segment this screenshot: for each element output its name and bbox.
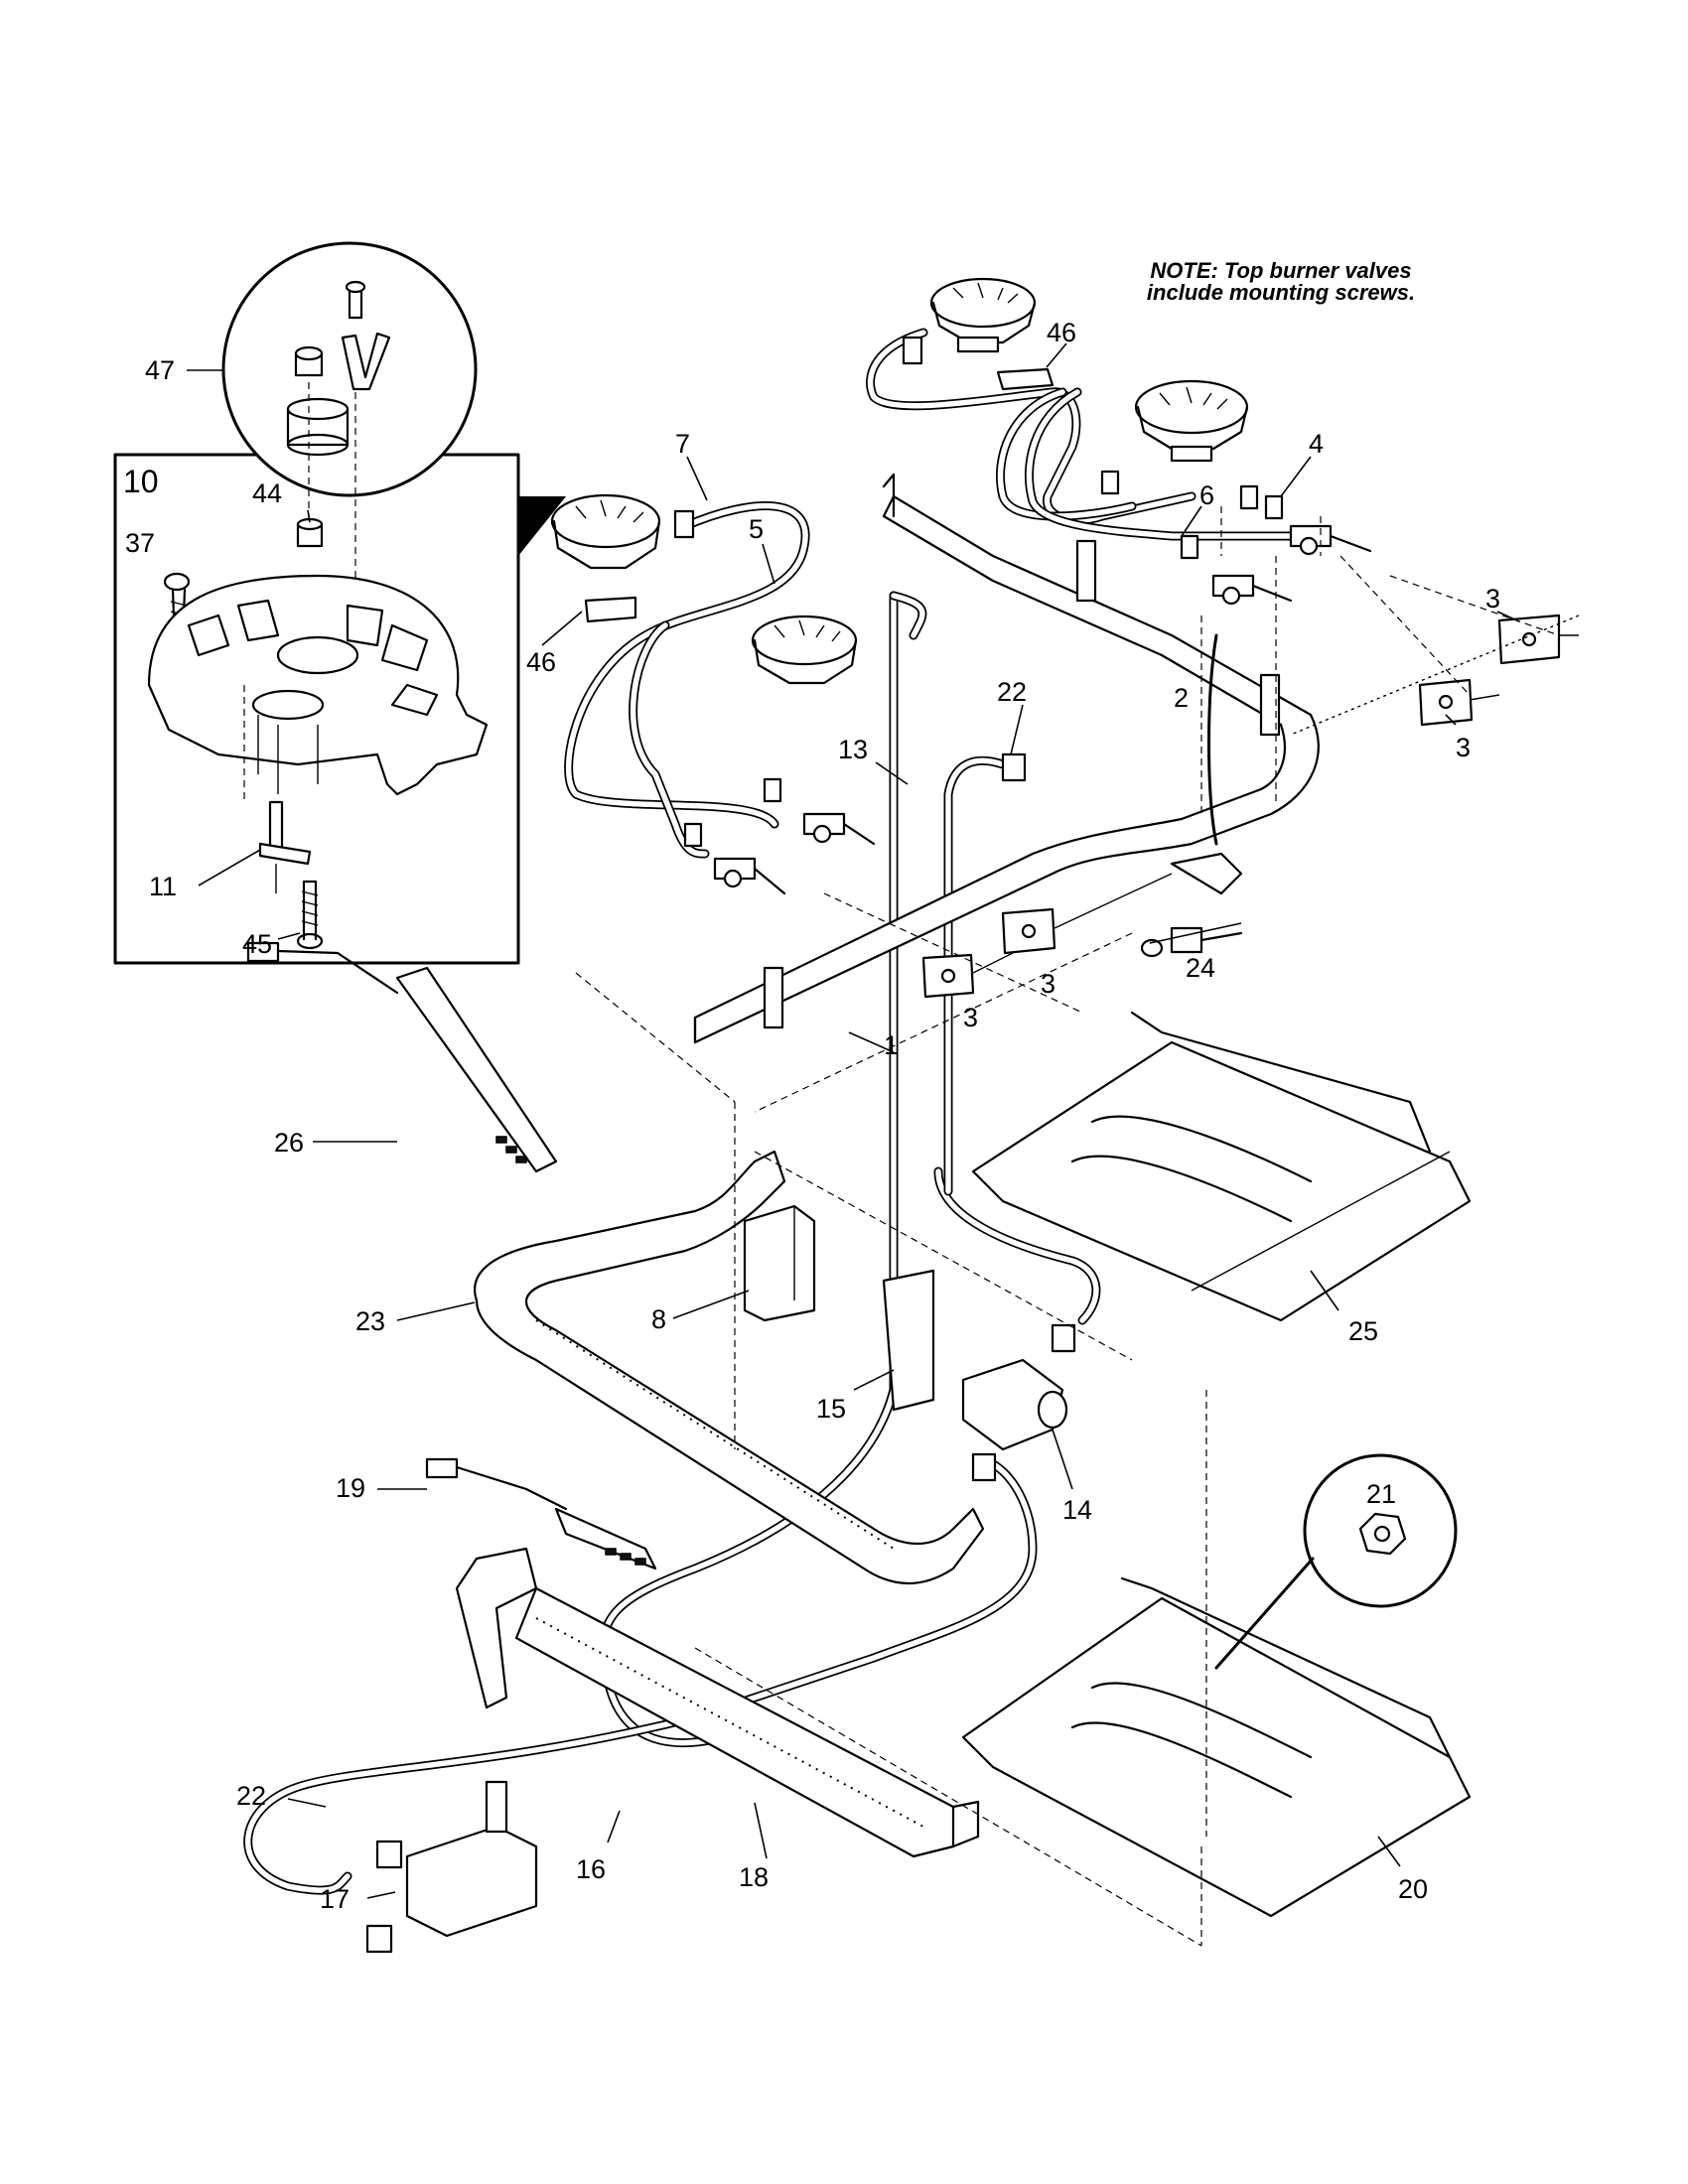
inset-box-label: 10: [123, 464, 159, 499]
callout-46-top: 46: [1047, 318, 1076, 347]
igniter-26: [246, 941, 558, 1173]
callout-3-right-top: 3: [1485, 584, 1500, 614]
broil-valve: [365, 1780, 538, 1954]
callout-46-left: 46: [526, 647, 556, 677]
callout-5: 5: [749, 514, 764, 544]
gas-tubes: [243, 328, 1296, 1895]
manifold-pipe: [693, 473, 1320, 1044]
callout-45: 45: [242, 929, 272, 959]
callout-20: 20: [1398, 1874, 1428, 1904]
callout-4: 4: [1309, 429, 1324, 459]
leader-lines: [187, 342, 1520, 1899]
callout-44: 44: [252, 478, 282, 508]
callout-8: 8: [651, 1304, 666, 1334]
callout-3-right-bottom: 3: [1456, 733, 1471, 762]
callout-18: 18: [739, 1862, 769, 1892]
note-line-2: include mounting screws.: [1146, 280, 1416, 305]
callout-15: 15: [816, 1394, 846, 1424]
callout-2: 2: [1174, 683, 1189, 713]
regulator: [882, 1269, 1076, 1482]
callout-37: 37: [125, 528, 155, 558]
callout-1: 1: [884, 1030, 899, 1060]
note-line-1: NOTE: Top burner valves: [1150, 258, 1412, 283]
top-burners: [550, 277, 1249, 685]
broil-burner: [455, 1547, 980, 1858]
callout-3-center-left: 3: [963, 1003, 978, 1032]
callout-22-lower: 22: [236, 1781, 266, 1811]
callout-24: 24: [1186, 953, 1215, 983]
callout-25: 25: [1348, 1316, 1378, 1346]
orifice-fitting: [1140, 852, 1243, 958]
bake-burner: [474, 1150, 985, 1584]
burner-detail-inset: 10: [113, 241, 566, 965]
flame-spreader-25: [971, 1011, 1472, 1322]
spark-module: [743, 1204, 816, 1322]
burner-valves: [673, 336, 1372, 895]
callout-23: 23: [355, 1306, 385, 1336]
callout-21: 21: [1366, 1479, 1396, 1509]
callout-labels: 47 44 37 11 45 7 5 46 46 4 6 2 3 3 3 3 2…: [125, 318, 1500, 1914]
callout-13: 13: [838, 735, 868, 764]
callout-22-upper: 22: [997, 677, 1027, 707]
igniter-19: [425, 1457, 657, 1570]
callout-47: 47: [145, 355, 175, 385]
callout-14: 14: [1062, 1495, 1092, 1525]
flame-spreader-20: [961, 1453, 1472, 1918]
note-text: NOTE: Top burner valves include mounting…: [1072, 260, 1489, 304]
callout-11: 11: [149, 872, 177, 901]
callout-19: 19: [336, 1473, 365, 1503]
callout-17: 17: [320, 1884, 350, 1914]
callout-3-center-right: 3: [1041, 969, 1055, 999]
callout-26: 26: [274, 1128, 304, 1158]
callout-16: 16: [576, 1854, 606, 1884]
callout-7: 7: [675, 429, 690, 459]
construction-lines: [575, 506, 1580, 1947]
callout-6: 6: [1199, 480, 1214, 510]
mounting-plates: [921, 614, 1579, 999]
